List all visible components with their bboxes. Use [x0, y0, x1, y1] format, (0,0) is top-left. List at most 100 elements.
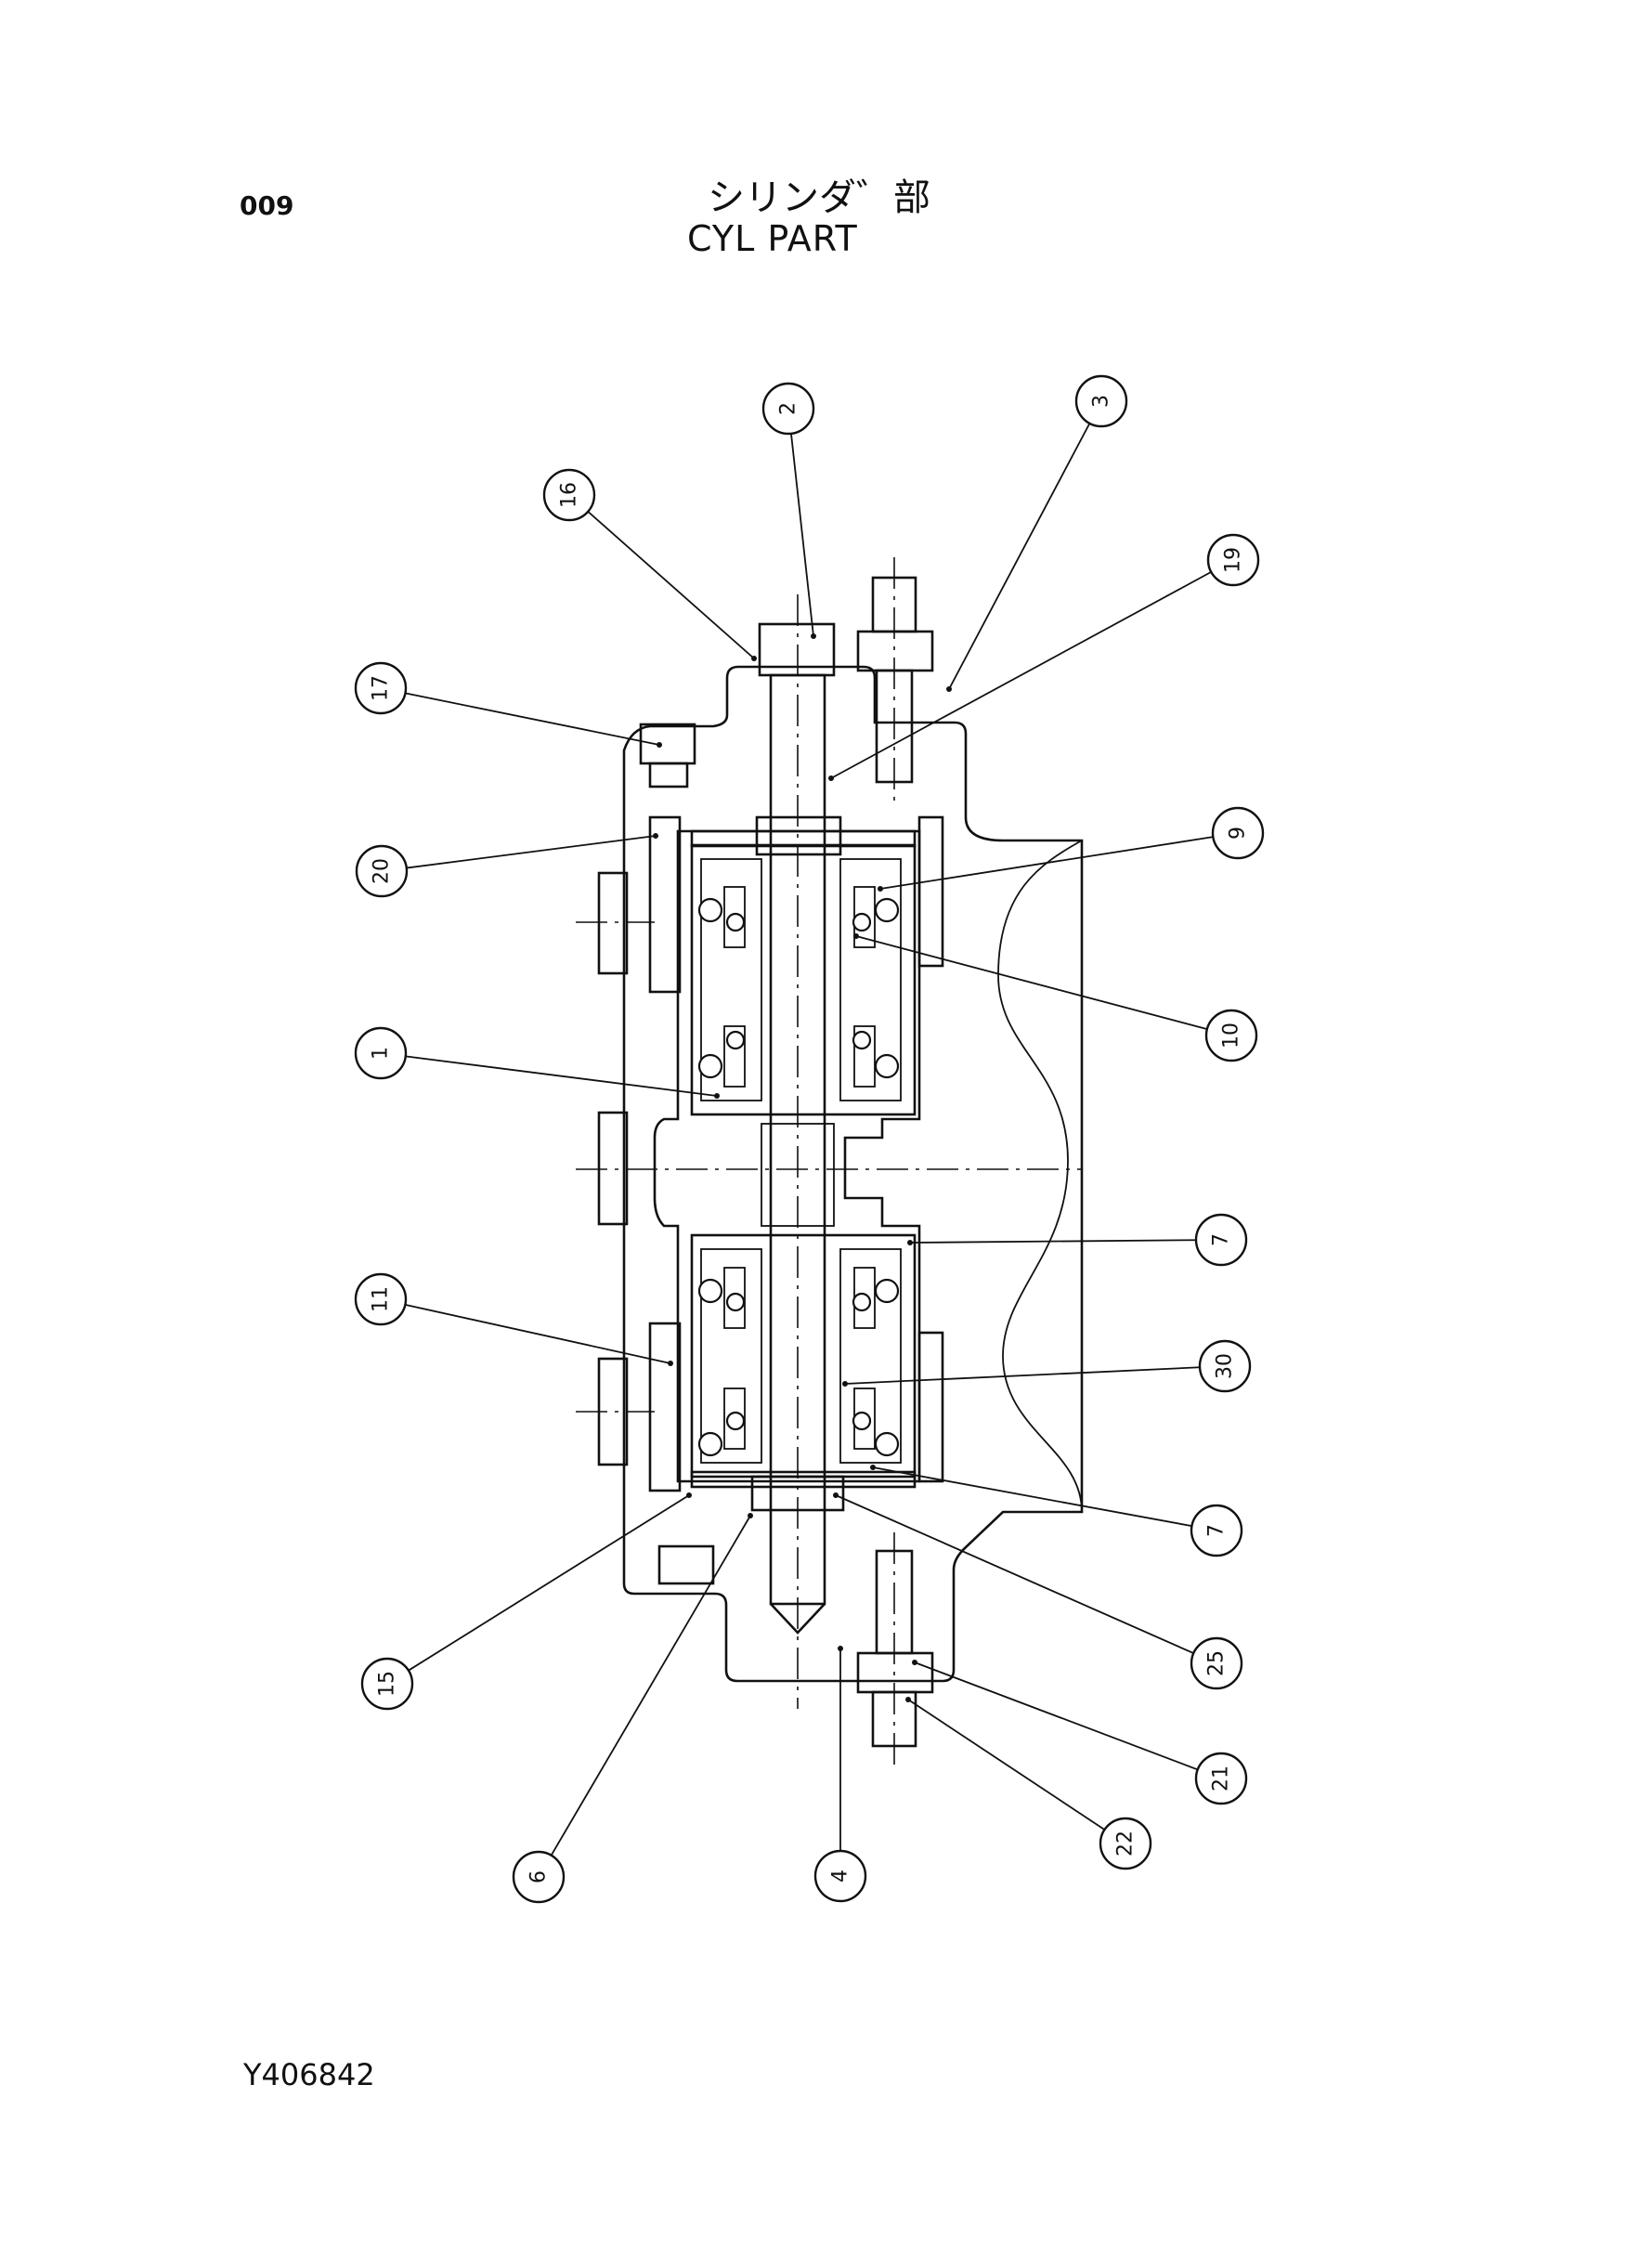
leader-line	[406, 835, 657, 869]
callout-11: 11	[354, 1272, 673, 1366]
leader-line	[948, 423, 1091, 690]
leader-dot	[912, 1660, 917, 1665]
callout-circle	[1190, 1504, 1243, 1557]
callout-label: 19	[1222, 547, 1245, 573]
callout-30: 30	[842, 1339, 1252, 1393]
cylinder-housing-outline	[597, 576, 1084, 1748]
leader-line	[830, 571, 1212, 779]
leader-dot	[686, 1492, 692, 1498]
callout-label: 16	[558, 482, 581, 508]
callout-circle	[761, 382, 815, 436]
callout-circle	[1074, 374, 1128, 428]
callout-circle	[354, 1272, 408, 1326]
leader-dot	[878, 886, 883, 892]
callout-label: 10	[1220, 1023, 1243, 1049]
callout-label: 3	[1090, 395, 1113, 408]
leader-line	[405, 692, 660, 746]
callout-circle	[1204, 1009, 1258, 1062]
callout-circle	[1194, 1213, 1248, 1267]
callout-label: 4	[829, 1870, 852, 1883]
leader-line	[909, 1239, 1197, 1244]
leader-line	[872, 1466, 1192, 1528]
callout-circle	[1099, 1817, 1152, 1870]
callout-label: 15	[376, 1671, 399, 1697]
callout-label: 25	[1205, 1650, 1229, 1676]
callout-7: 7	[870, 1465, 1243, 1557]
callout-circle	[355, 844, 409, 898]
callout-circle	[1194, 1752, 1248, 1805]
leader-line	[550, 1515, 751, 1857]
callout-circle	[354, 661, 408, 715]
callout-25: 25	[833, 1492, 1243, 1690]
leader-line	[835, 1494, 1194, 1654]
bearing-balls	[697, 897, 900, 1457]
callout-19: 19	[828, 533, 1260, 781]
callout-16: 16	[542, 468, 757, 661]
title-japanese: シリンダ゛部	[708, 176, 930, 219]
callout-label: 1	[370, 1047, 393, 1060]
leader-dot	[907, 1240, 913, 1245]
callout-1: 1	[354, 1026, 720, 1099]
callout-2: 2	[761, 382, 816, 639]
callout-4: 4	[813, 1646, 867, 1903]
callout-7: 7	[907, 1213, 1248, 1267]
leader-dot	[842, 1381, 848, 1387]
callout-circle	[360, 1657, 414, 1711]
callout-circle	[1206, 533, 1260, 587]
callout-15: 15	[360, 1492, 692, 1711]
callout-label: 11	[370, 1286, 393, 1312]
center-lines	[576, 557, 1082, 1765]
leader-dot	[751, 656, 757, 661]
callout-label: 2	[777, 402, 800, 415]
callout-circle	[1198, 1339, 1252, 1393]
callout-9: 9	[878, 806, 1265, 892]
callout-label: 20	[371, 858, 394, 884]
callout-label: 21	[1210, 1765, 1233, 1791]
callout-17: 17	[354, 661, 662, 748]
leader-line	[914, 1661, 1199, 1771]
callout-circle	[542, 468, 596, 522]
title-english: CYL PART	[687, 218, 858, 259]
leader-line	[844, 1366, 1201, 1385]
leader-dot	[748, 1513, 753, 1518]
callout-circle	[1211, 806, 1265, 860]
leader-line	[790, 433, 814, 637]
callout-label: 7	[1210, 1233, 1233, 1246]
leader-line	[405, 1055, 718, 1097]
leader-dot	[828, 775, 834, 781]
callout-22: 22	[905, 1697, 1152, 1870]
callout-10: 10	[853, 933, 1258, 1062]
leader-dot	[838, 1646, 843, 1651]
leader-dot	[657, 742, 662, 748]
leader-line	[879, 836, 1214, 890]
page-number: 009	[240, 190, 294, 221]
callout-label: 6	[527, 1870, 551, 1883]
leader-dot	[833, 1492, 839, 1498]
leader-line	[408, 1494, 690, 1672]
leader-dot	[905, 1697, 911, 1702]
leader-line	[907, 1699, 1105, 1831]
callout-circle	[1190, 1636, 1243, 1690]
callout-label: 17	[370, 675, 393, 701]
callout-circle	[354, 1026, 408, 1080]
leader-dot	[714, 1093, 720, 1099]
leader-dot	[870, 1465, 876, 1470]
leader-line	[855, 935, 1208, 1030]
callout-circle	[512, 1850, 566, 1904]
callout-21: 21	[912, 1660, 1248, 1805]
leader-dot	[946, 686, 952, 692]
callout-6: 6	[512, 1513, 753, 1904]
leader-line	[405, 1303, 671, 1364]
leader-dot	[811, 633, 816, 639]
leader-line	[587, 511, 755, 659]
callout-20: 20	[355, 833, 658, 898]
leader-dot	[653, 833, 658, 839]
callout-circle	[813, 1849, 867, 1903]
leader-dot	[668, 1361, 673, 1366]
callout-3: 3	[946, 374, 1128, 692]
callout-label: 30	[1214, 1353, 1237, 1379]
drawing-code: Y406842	[243, 2057, 375, 2092]
callout-label: 9	[1227, 827, 1250, 840]
